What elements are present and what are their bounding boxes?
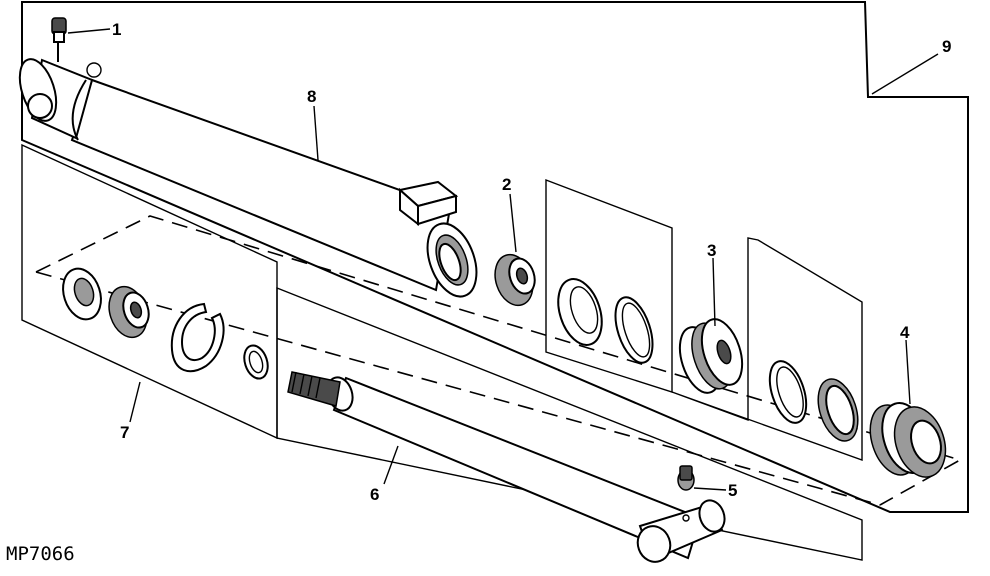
o-ring-b-inner xyxy=(776,366,804,418)
callout-4: 4 xyxy=(900,323,910,342)
assembly-dash-line-outer xyxy=(35,215,963,506)
callout-3: 3 xyxy=(707,241,716,260)
nut-2 xyxy=(494,253,536,307)
o-ring-a-inner xyxy=(621,302,651,358)
wiper-seal-7a-inner xyxy=(73,277,95,307)
callout-6: 6 xyxy=(370,485,379,504)
figure-id-code: MP7066 xyxy=(6,543,75,565)
assembly-dash-line-inner xyxy=(35,271,881,506)
panel-3-border xyxy=(671,237,863,461)
leader-line-8 xyxy=(313,105,319,161)
callout-7: 7 xyxy=(120,423,129,442)
cylinder-barrel xyxy=(18,58,478,298)
gland-4 xyxy=(869,402,947,478)
outer-panel-border xyxy=(21,0,969,513)
grease-fitting-5 xyxy=(677,465,695,491)
o-ring-7d-inner xyxy=(248,350,264,374)
callout-5: 5 xyxy=(728,481,737,500)
panel-6-border xyxy=(276,286,863,561)
leader-line-7 xyxy=(129,381,141,423)
o-ring-a xyxy=(614,296,654,364)
wiper-ring-inner xyxy=(569,286,599,334)
leader-line-1 xyxy=(67,28,111,34)
leader-line-5 xyxy=(693,487,727,491)
backup-ring-inner xyxy=(825,384,855,436)
callout-2: 2 xyxy=(502,175,511,194)
callout-8: 8 xyxy=(307,87,316,106)
grease-fitting-1 xyxy=(51,17,67,62)
callout-9: 9 xyxy=(942,37,951,56)
leader-line-2 xyxy=(509,193,517,253)
leader-line-3 xyxy=(712,257,716,327)
leader-line-9 xyxy=(871,53,939,95)
snap-ring-7c xyxy=(170,302,225,373)
piston-3 xyxy=(678,318,744,394)
o-ring-7d xyxy=(243,344,269,380)
piston-rod-6 xyxy=(287,371,726,563)
callout-1: 1 xyxy=(112,20,121,39)
rod-seal-7b-hole xyxy=(129,301,143,319)
leader-line-4 xyxy=(905,339,911,405)
o-ring-b xyxy=(768,360,808,424)
leader-line-6 xyxy=(383,445,399,485)
